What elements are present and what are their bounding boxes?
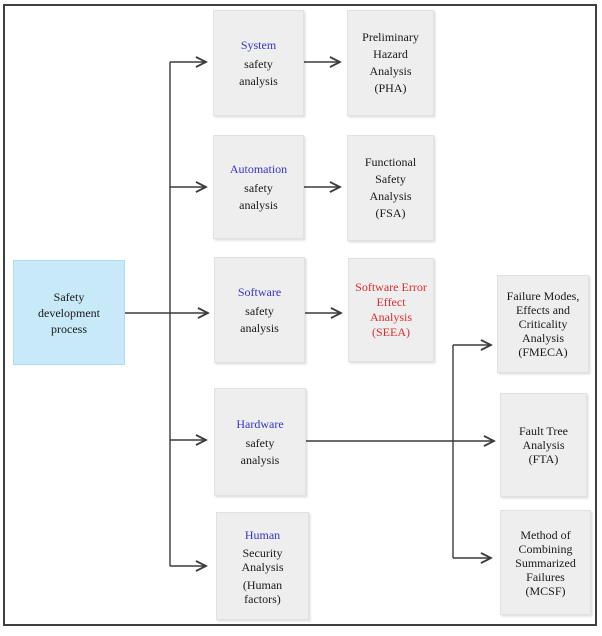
node-safety-development-process: Safety development process (13, 260, 125, 365)
node-text: Functional (364, 155, 417, 169)
node-title: Human (244, 527, 281, 542)
node-text: Safety (53, 289, 85, 304)
node-text: analysis (239, 197, 278, 212)
node-text: (SEEA) (372, 325, 410, 339)
node-text: Analysis (522, 438, 565, 452)
node-text: Analysis (369, 64, 412, 78)
node-system-safety-analysis: System safety analysis (213, 10, 304, 116)
node-text: Effect (376, 295, 406, 309)
node-text: safety (244, 180, 273, 195)
node-hardware-safety-analysis: Hardware safety analysis (214, 388, 306, 496)
node-fmeca: Failure Modes, Effects and Criticality A… (497, 275, 589, 373)
node-text: (FTA) (528, 452, 559, 466)
node-text: (Human (242, 577, 283, 592)
node-text: Hazard (373, 47, 408, 61)
node-software-error-effect-analysis: Software Error Effect Analysis (SEEA) (348, 258, 434, 362)
node-text: Analysis (522, 331, 564, 345)
node-software-safety-analysis: Software safety analysis (214, 257, 305, 363)
node-text: analysis (240, 452, 280, 467)
node-text: analysis (240, 320, 279, 335)
node-text: Analysis (370, 310, 412, 324)
node-title: System (240, 37, 277, 52)
node-text: factors) (244, 591, 281, 606)
node-text: (FMECA) (518, 345, 568, 359)
node-text: Analysis (369, 189, 412, 203)
node-text: Software Error (355, 280, 427, 294)
node-text: (PHA) (374, 81, 407, 95)
node-title: Automation (229, 161, 288, 176)
node-text: Fault Tree (518, 424, 568, 438)
node-text: (MCSF) (525, 583, 566, 598)
node-subtext: (Human factors) (243, 578, 282, 606)
node-mcsf: Method of Combining Summarized Failures … (500, 510, 591, 615)
node-text: Analysis (241, 559, 284, 574)
node-fault-tree-analysis: Fault Tree Analysis (FTA) (500, 393, 587, 497)
node-text: Method of (520, 527, 571, 542)
node-preliminary-hazard-analysis: Preliminary Hazard Analysis (PHA) (347, 10, 434, 116)
node-text: Preliminary (362, 30, 419, 44)
node-human-security-analysis: Human Security Analysis (Human factors) (216, 512, 309, 620)
node-text: Safety (375, 172, 406, 186)
node-text: safety (245, 435, 275, 450)
node-automation-safety-analysis: Automation safety analysis (213, 135, 304, 239)
node-text: process (51, 321, 87, 336)
node-text: Combining (518, 541, 573, 556)
diagram-frame (3, 4, 597, 626)
node-text: analysis (239, 73, 278, 88)
node-text: Security (242, 545, 283, 560)
node-text: Criticality (518, 317, 568, 331)
node-text: Summarized (515, 555, 576, 570)
node-functional-safety-analysis: Functional Safety Analysis (FSA) (347, 135, 434, 241)
node-text: Failure Modes, (506, 289, 580, 303)
node-title: Software (237, 284, 282, 299)
node-text: Effects and (515, 303, 571, 317)
node-text: safety (245, 303, 274, 318)
node-text: safety (244, 56, 273, 71)
node-text: development (38, 305, 100, 320)
node-text: (FSA) (375, 206, 406, 220)
node-title: Hardware (236, 416, 284, 431)
node-text: Failures (526, 569, 565, 584)
